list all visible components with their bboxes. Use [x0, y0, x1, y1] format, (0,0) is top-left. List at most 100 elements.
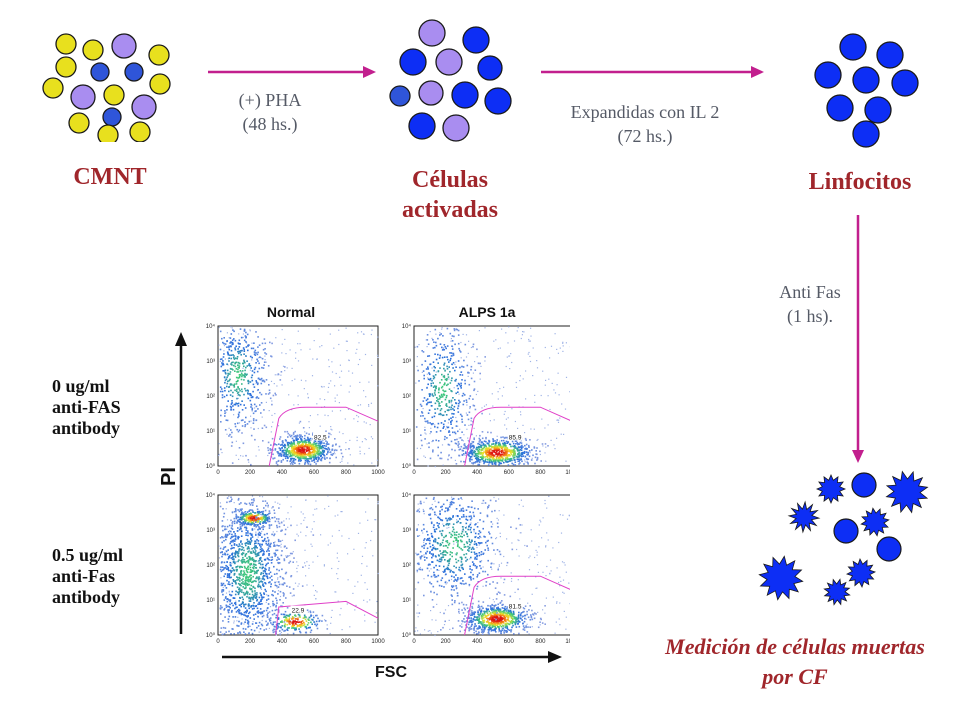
event-dot [244, 526, 246, 529]
event-dot [265, 361, 267, 363]
event-dot [455, 515, 457, 517]
event-dot [357, 532, 360, 534]
event-dot [280, 530, 282, 532]
event-dot [238, 550, 240, 552]
event-dot [275, 614, 278, 617]
event-dot [244, 555, 247, 557]
event-dot [236, 388, 238, 391]
event-dot [228, 386, 230, 388]
event-dot [277, 626, 280, 628]
event-dot [439, 611, 441, 614]
event-dot [294, 622, 297, 625]
event-dot [327, 495, 329, 497]
event-dot [326, 448, 328, 451]
event-dot [545, 545, 547, 547]
event-dot [243, 559, 246, 561]
event-dot [478, 448, 481, 450]
event-dot [243, 611, 246, 614]
event-dot [293, 594, 295, 597]
event-dot [491, 454, 494, 456]
event-dot [251, 557, 254, 559]
event-dot [259, 562, 261, 564]
event-dot [250, 584, 252, 587]
event-dot [268, 527, 271, 529]
event-dot [419, 403, 422, 406]
event-dot [462, 440, 464, 442]
event-dot [458, 443, 460, 445]
event-dot [377, 572, 379, 575]
event-dot [261, 496, 264, 498]
event-dot [316, 461, 318, 463]
event-dot [231, 402, 233, 404]
event-dot [248, 540, 250, 543]
event-dot [472, 462, 474, 465]
event-dot [331, 361, 333, 363]
event-dot [334, 515, 336, 517]
event-dot [257, 513, 259, 516]
event-dot [295, 438, 297, 440]
event-dot [493, 458, 495, 460]
event-dot [471, 452, 474, 454]
event-dot [255, 362, 257, 364]
event-dot [220, 577, 222, 579]
y-tick-label: 10¹ [402, 429, 411, 435]
event-dot [272, 421, 274, 423]
event-dot [545, 546, 547, 548]
event-dot [251, 517, 254, 520]
event-dot [251, 608, 254, 610]
event-dot [520, 446, 523, 449]
event-dot [233, 561, 235, 564]
event-dot [368, 405, 370, 407]
event-dot [471, 445, 474, 448]
event-dot [562, 345, 564, 347]
event-dot [441, 444, 444, 446]
event-dot [250, 396, 253, 399]
event-dot [485, 447, 488, 449]
event-dot [359, 404, 362, 406]
event-dot [520, 449, 523, 451]
event-dot [221, 536, 223, 538]
event-dot [306, 444, 308, 446]
event-dot [294, 435, 297, 437]
event-dot [292, 617, 294, 619]
event-dot [521, 460, 523, 463]
event-dot [262, 577, 265, 580]
event-dot [521, 334, 523, 336]
event-dot [345, 340, 347, 342]
event-dot [290, 575, 292, 578]
event-dot [340, 452, 343, 455]
event-dot [476, 458, 478, 460]
event-dot [242, 582, 244, 585]
x-tick-label: 1000 [371, 639, 385, 645]
event-dot [558, 394, 560, 396]
event-dot [295, 627, 297, 629]
event-dot [503, 582, 505, 584]
event-dot [485, 436, 487, 439]
event-dot [276, 451, 279, 453]
event-dot [248, 514, 251, 516]
event-dot [277, 618, 280, 620]
event-dot [440, 396, 442, 398]
event-dot [269, 544, 271, 546]
event-dot [245, 516, 248, 518]
event-dot [247, 591, 249, 594]
event-dot [311, 623, 313, 625]
event-dot [337, 600, 339, 602]
event-dot [458, 437, 460, 439]
event-dot [445, 428, 447, 430]
event-dot [364, 614, 366, 616]
event-dot [474, 408, 477, 411]
event-dot [233, 547, 235, 549]
event-dot [455, 443, 458, 445]
event-dot [308, 457, 311, 460]
event-dot [311, 528, 313, 530]
event-dot [492, 445, 494, 448]
event-dot [459, 401, 461, 403]
event-dot [225, 372, 227, 375]
event-dot [273, 628, 276, 631]
event-dot [462, 447, 465, 450]
event-dot [321, 446, 323, 448]
event-dot [326, 628, 329, 630]
event-dot [488, 444, 490, 447]
event-dot [219, 386, 222, 388]
